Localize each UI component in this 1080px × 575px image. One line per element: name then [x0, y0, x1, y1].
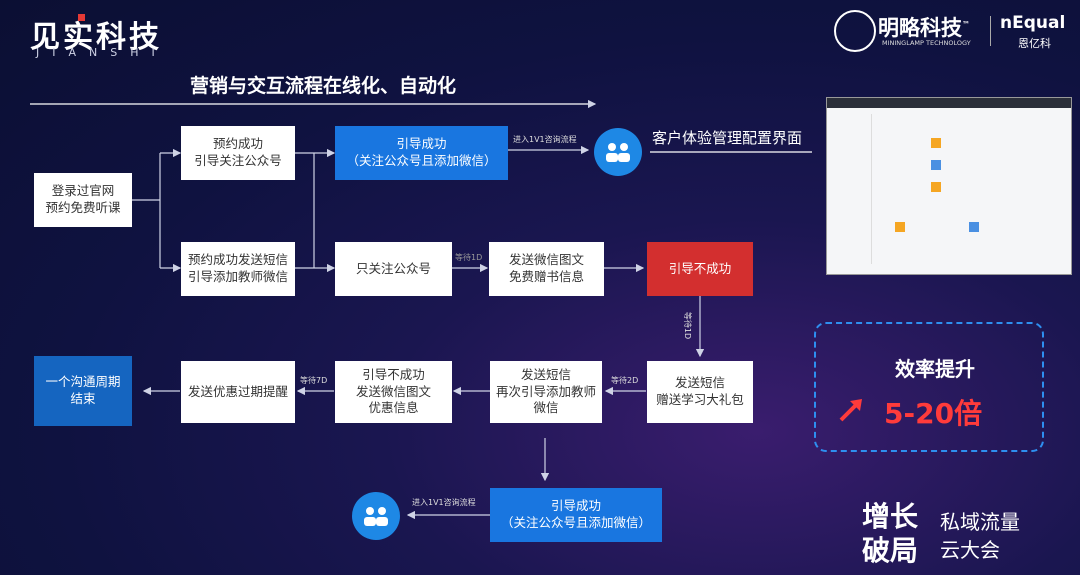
brand-divider	[990, 16, 991, 46]
node-send-sms-gift: 发送短信 赠送学习大礼包	[647, 361, 753, 423]
node-lead-success-top: 引导成功 （关注公众号且添加微信）	[335, 126, 508, 180]
trend-up-arrow-icon	[838, 397, 866, 427]
node-only-follow: 只关注公众号	[335, 242, 452, 296]
logo-dot	[78, 14, 85, 21]
growth-logo: 增长 破局	[862, 500, 919, 567]
node-cycle-end: 一个沟通周期 结束	[34, 356, 132, 426]
config-title: 客户体验管理配置界面	[652, 129, 803, 147]
node-send-wechat-book: 发送微信图文 免费赠书信息	[489, 242, 604, 296]
node-book-follow: 预约成功 引导关注公众号	[181, 126, 295, 180]
node-lead-success-bottom: 引导成功 （关注公众号且添加微信）	[490, 488, 662, 542]
efficiency-title: 效率提升	[895, 357, 975, 381]
node-fail-wechat-discount: 引导不成功 发送微信图文 优惠信息	[335, 361, 452, 423]
label-enter-1v1-bottom: 进入1V1咨询流程	[412, 498, 476, 507]
logo-jianshi: 见实科技	[30, 20, 162, 55]
node-send-discount-expire: 发送优惠过期提醒	[181, 361, 295, 423]
node-start: 登录过官网 预约免费听课	[34, 173, 132, 227]
label-wait-1d-a: 等待1D	[455, 253, 483, 262]
node-lead-fail: 引导不成功	[647, 242, 753, 296]
label-wait-1d-b: 等待1D	[683, 311, 693, 340]
node-book-sms: 预约成功发送短信 引导添加教师微信	[181, 242, 295, 296]
label-wait-7d: 等待7D	[300, 376, 328, 385]
brand-nequal-cn: 恩亿科	[1018, 37, 1051, 50]
event-name: 私域流量 云大会	[940, 510, 1020, 562]
brand-mininglamp: 明略科技™	[878, 16, 970, 40]
label-enter-1v1-top: 进入1V1咨询流程	[513, 135, 577, 144]
label-wait-2d: 等待2D	[611, 376, 639, 385]
page-title: 营销与交互流程在线化、自动化	[190, 75, 457, 97]
consult-people-icon	[594, 128, 642, 176]
efficiency-value: 5-20倍	[884, 397, 983, 430]
mininglamp-logo-icon	[834, 10, 876, 52]
brand-nequal: nEqual	[1000, 13, 1066, 33]
config-screenshot	[826, 97, 1072, 275]
node-send-sms-again: 发送短信 再次引导添加教师 微信	[490, 361, 602, 423]
efficiency-panel	[814, 322, 1044, 452]
brand-mininglamp-en: MININGLAMP TECHNOLOGY	[882, 39, 971, 47]
logo-jianshi-en: JIANSHI	[36, 46, 168, 59]
consult-people-icon-bottom	[352, 492, 400, 540]
